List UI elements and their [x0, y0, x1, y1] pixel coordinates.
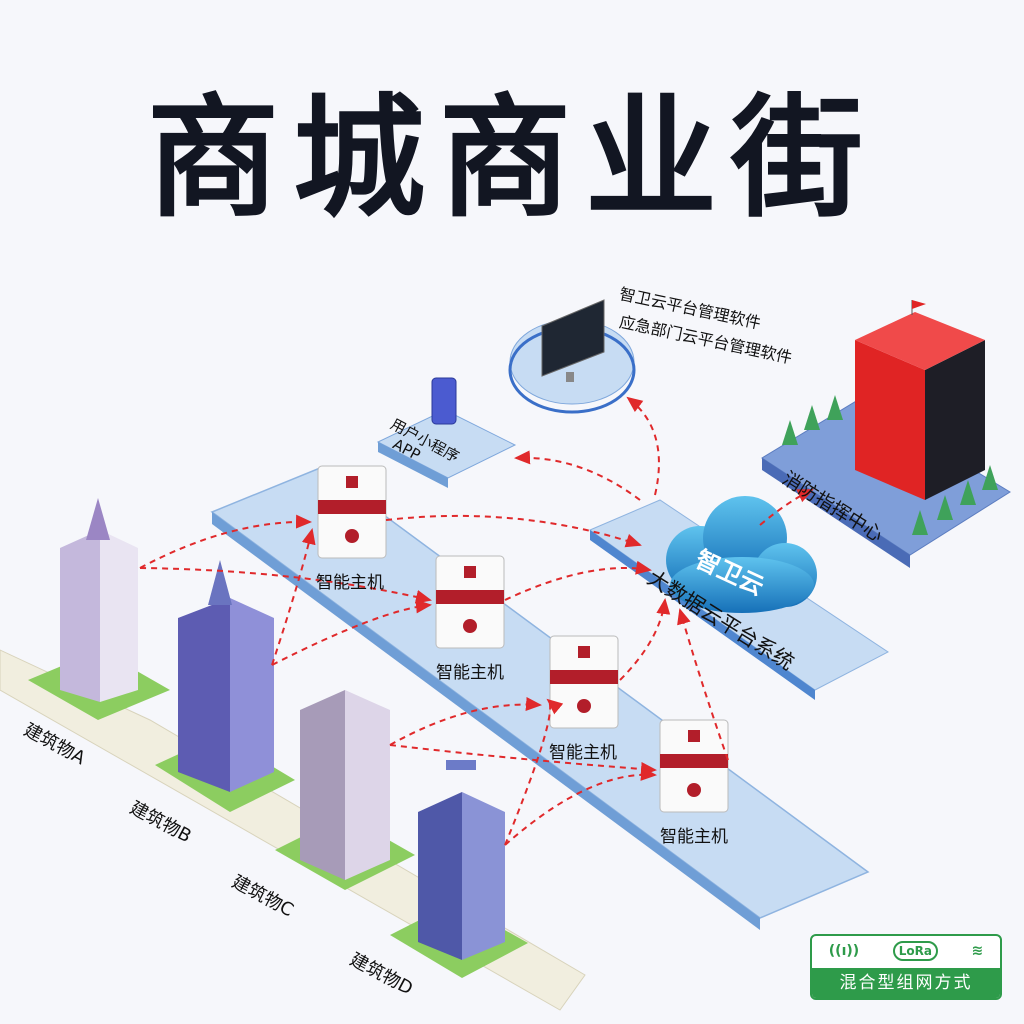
fire-building-side: [925, 340, 985, 500]
data-flow-arrow: [619, 598, 671, 681]
data-flow-arrow: [271, 528, 316, 666]
lora-icon: LoRa: [892, 941, 938, 961]
smart-host-1: [317, 465, 387, 559]
fire-building-front: [855, 340, 925, 500]
flag-icon: [912, 300, 926, 309]
data-flow-arrow: [626, 396, 660, 496]
smart-host-3: [549, 635, 619, 729]
cloud-icon: [666, 496, 817, 613]
building-b: [155, 560, 295, 812]
building-d: [390, 760, 528, 978]
phone-icon: [431, 377, 457, 425]
fire-center-base-edge: [762, 458, 910, 568]
host-label-2: 智能主机: [436, 663, 504, 683]
fire-building-top: [855, 312, 985, 370]
data-flow-arrow: [389, 744, 657, 776]
network-badge: ((ı)) LoRa ≋ 混合型组网方式: [810, 934, 1002, 1000]
host-label-1: 智能主机: [316, 573, 384, 593]
data-flow-arrow: [139, 567, 432, 604]
page-title: 商城商业街: [147, 82, 877, 236]
building-a: [28, 498, 170, 720]
data-flow-arrow: [385, 514, 642, 548]
smart-host-4: [659, 719, 729, 813]
data-flow-arrow: [504, 560, 652, 601]
wifi-icon: ≋: [971, 943, 984, 959]
network-badge-label: 混合型组网方式: [812, 968, 1000, 998]
trees: [782, 395, 998, 535]
host-label-3: 智能主机: [549, 743, 617, 763]
monitor-icon: [541, 299, 605, 377]
building-c: [275, 690, 415, 890]
data-flow-arrow: [677, 608, 729, 761]
platform-edge: [212, 512, 760, 930]
smart-host-2: [435, 555, 505, 649]
data-flow-arrow: [139, 514, 312, 569]
data-flow-arrow: [271, 599, 432, 666]
data-flow-arrow: [759, 489, 814, 526]
host-label-4: 智能主机: [660, 827, 728, 847]
antenna-icon: ((ı)): [828, 943, 860, 959]
data-flow-arrow: [504, 698, 564, 846]
data-flow-arrow: [504, 766, 657, 846]
data-flow-arrow: [514, 450, 641, 501]
